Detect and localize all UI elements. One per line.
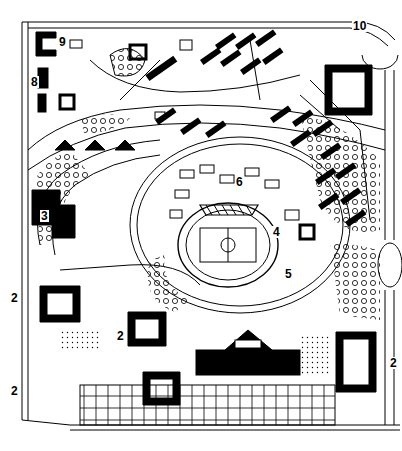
housing-block — [235, 32, 256, 50]
callout-number: 10 — [352, 20, 367, 32]
housing-block — [318, 192, 339, 210]
housing-block — [315, 167, 336, 185]
callout-number: 2 — [10, 385, 19, 397]
callout-number: 2 — [389, 357, 398, 369]
callout-number: 5 — [284, 268, 293, 280]
housing-block — [312, 119, 333, 137]
housing-block — [270, 105, 291, 123]
callout-number: 2 — [116, 330, 125, 342]
callout-number: 6 — [235, 176, 244, 188]
housing-block — [340, 187, 361, 205]
callout-number: 8 — [30, 76, 39, 88]
housing-block — [292, 109, 313, 127]
callout-number: 4 — [272, 226, 281, 238]
housing-block — [290, 129, 311, 147]
housing-block — [255, 29, 276, 47]
housing-block — [220, 49, 241, 67]
callout-number: 2 — [10, 292, 19, 304]
callout-number: 3 — [40, 210, 49, 222]
housing-block — [240, 57, 261, 75]
callout-number: 9 — [58, 36, 67, 48]
housing-block — [155, 107, 176, 125]
housing-block — [262, 47, 283, 65]
housing-block — [335, 162, 356, 180]
housing-block — [215, 32, 236, 50]
housing-block — [205, 120, 226, 138]
housing-block — [345, 209, 366, 227]
housing-block — [180, 117, 201, 135]
housing-block — [320, 142, 341, 160]
housing-block — [200, 47, 221, 65]
